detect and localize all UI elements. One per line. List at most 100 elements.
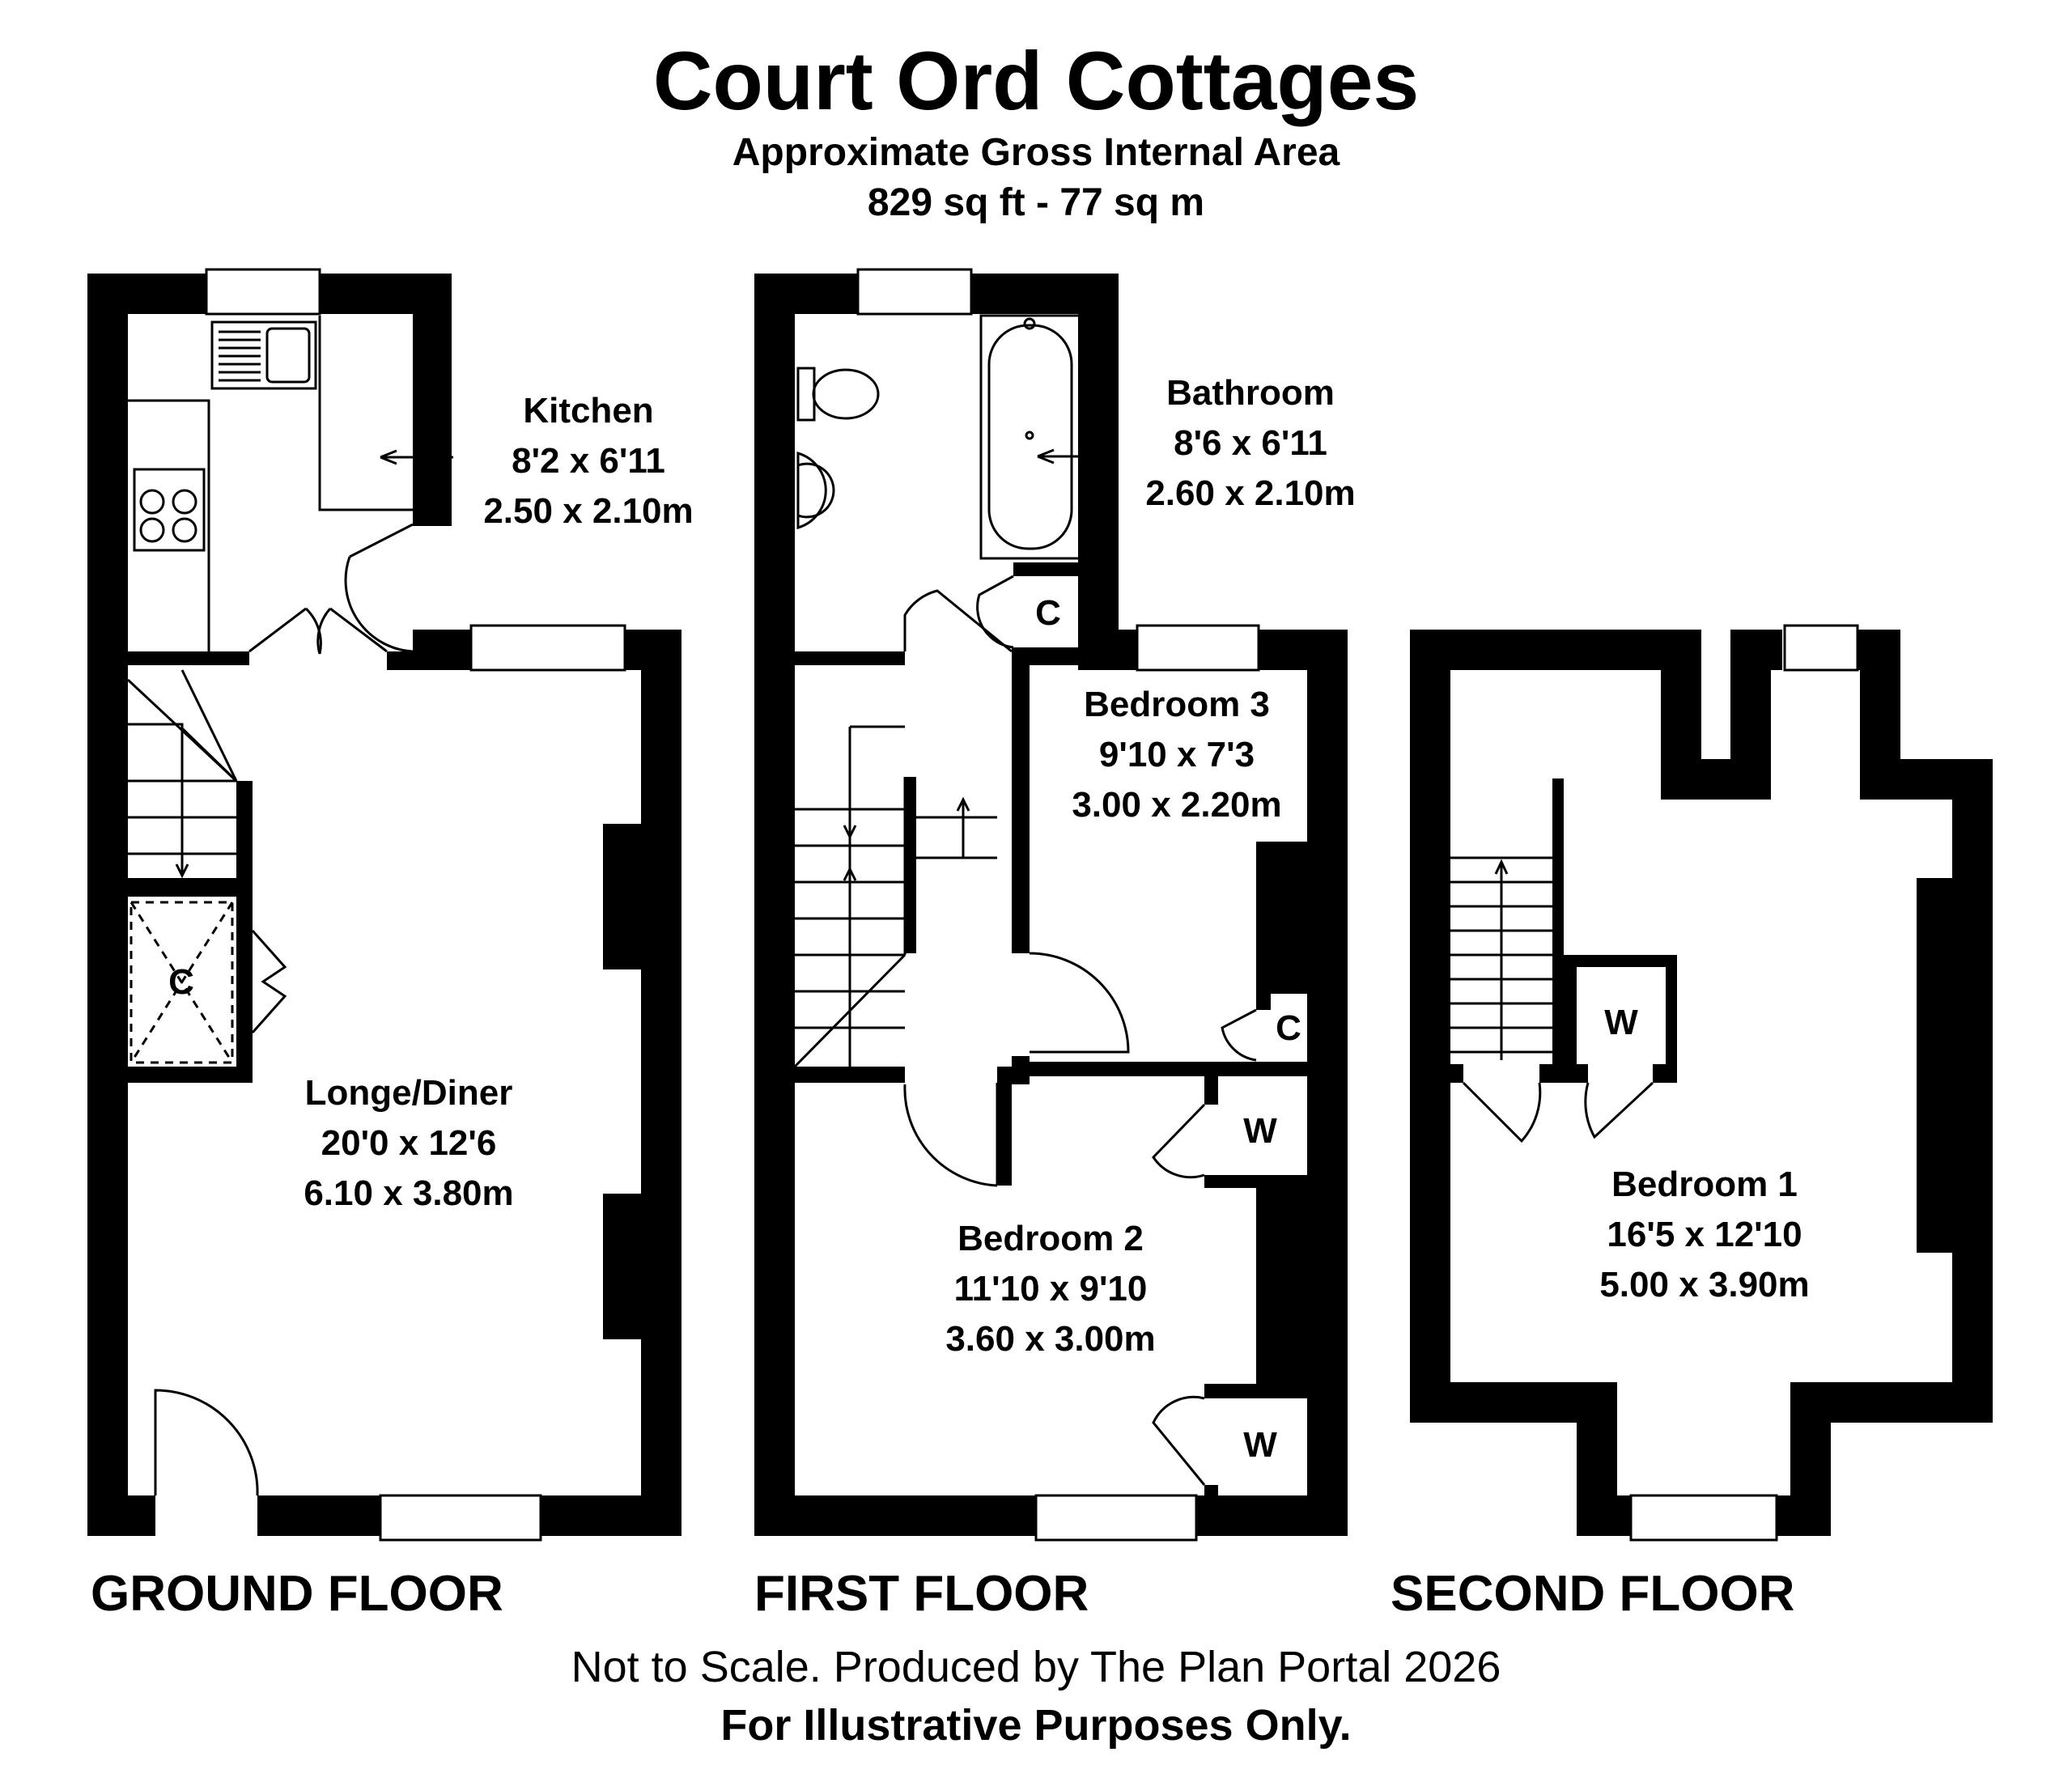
second-wardrobe-left [1564,967,1577,1064]
lounge-metric: 6.10 x 3.80m [304,1173,513,1213]
first-toilet-cistern [796,367,816,422]
ground-kitchen-window [205,268,321,316]
first-basin [796,451,835,530]
first-floor-label: FIRST FLOOR [754,1566,1089,1622]
second-wardrobe-bottom-r [1653,1064,1677,1083]
ground-hob-ring-2 [172,489,197,515]
first-chimney-lower [1256,1188,1311,1384]
first-toilet-bowl [812,368,880,420]
first-bathroom-door [903,589,1013,653]
first-bath-cupboard-bottom [1012,647,1085,665]
footer-illustrative: For Illustrative Purposes Only. [720,1701,1352,1750]
ground-kitchen-lounge-divider [128,651,249,665]
ground-lounge-window-top [469,624,626,672]
ground-kitchen-right-wall [413,486,452,526]
kitchen-name: Kitchen [523,391,653,431]
first-bed2-window [1034,1494,1198,1542]
bedroom2-name: Bedroom 2 [957,1219,1144,1258]
ground-hob-ring-3 [139,517,165,543]
first-bath-tub-inner [987,324,1073,550]
first-chimney [1256,842,1311,994]
second-wardrobe-top [1564,955,1677,967]
ground-stair-cupboard-wall [128,878,253,897]
first-bathroom-window [856,268,973,316]
second-top-window [1783,624,1859,672]
first-stair-landing-divider [795,1067,905,1083]
bedroom3-metric: 3.00 x 2.20m [1072,785,1281,825]
bedroom2-imperial: 11'10 x 9'10 [954,1269,1148,1309]
second-stair-bottom-r [1539,1064,1564,1083]
first-wardrobe-a-bottom [1204,1175,1311,1188]
ground-hob-ring-1 [139,489,165,515]
first-wardrobe-a-door [1152,1103,1206,1179]
second-bottom-window [1629,1494,1778,1542]
ground-stair-side-wall [236,781,253,889]
first-bathroom-right-wall [1078,274,1119,654]
second-floor-plan: W Bedroom 1 16'5 x 12'10 5.00 x 3.90m [1410,624,1993,1542]
ground-floor-plan: C Kitchen 8'2 x 6'11 2.50 x 2.10m Longe/… [87,268,694,1542]
bedroom3-imperial: 9'10 x 7'3 [1099,735,1255,774]
ground-kitchen-double-door-left [248,607,322,655]
second-floor-label: SECOND FLOOR [1391,1566,1795,1622]
first-bed3-cupboard-door [1221,1008,1257,1062]
second-wardrobe-label: W [1604,1003,1638,1042]
ground-cupboard-side-wall [236,897,253,1067]
second-stair-divider [1552,778,1564,1064]
first-bed2-door [903,1083,999,1187]
first-bed3-door [1029,952,1130,1054]
lounge-name: Longe/Diner [305,1073,513,1113]
first-wardrobe-a-label: W [1243,1111,1277,1151]
ground-kitchen-lounge-divider-right [387,651,453,670]
ground-cupboard-bottom-wall [128,1067,253,1083]
first-wardrobe-b-door [1152,1395,1206,1486]
first-stair-rail-wall [905,777,916,953]
kitchen-metric: 2.50 x 2.10m [483,491,693,531]
second-wardrobe-door [1584,1081,1654,1139]
ground-kitchen-sink-bowl [265,327,311,384]
ground-cupboard-door [251,930,287,1033]
ground-kitchen-sink [210,320,317,390]
bedroom1-name: Bedroom 1 [1611,1165,1798,1204]
second-wardrobe-bottom-l [1564,1064,1588,1083]
ground-kitchen-drainer [219,330,261,382]
bedroom1-metric: 5.00 x 3.90m [1599,1265,1809,1305]
first-right-wall [1307,630,1348,1536]
first-wardrobe-b-label: W [1243,1425,1277,1465]
lounge-imperial: 20'0 x 12'6 [321,1123,497,1163]
first-bath-tub [979,314,1081,560]
second-stairs [1450,856,1552,1060]
second-chimney [1917,878,1952,1253]
footer-disclaimer: Not to Scale. Produced by The Plan Porta… [571,1643,1501,1691]
ground-kitchen-arrow [380,449,453,465]
ground-kitchen-worktop [128,316,413,654]
first-bath-arrow [1037,448,1119,465]
plan-title: Court Ord Cottages [652,35,1420,127]
first-bath-cupboard-wall [1013,562,1081,576]
ground-left-wall-full [87,274,128,1536]
bathroom-imperial: 8'6 x 6'11 [1174,423,1327,463]
plan-subtitle: Approximate Gross Internal Area [732,131,1340,174]
first-bed3-window [1136,624,1260,672]
first-bath-cupboard-label: C [1035,593,1061,633]
ground-hob-ring-4 [172,517,197,543]
ground-lounge-window-bottom [379,1494,542,1542]
ground-lounge-right-wall [641,630,681,1536]
second-stair-enclosure-top [1661,670,1701,761]
second-stair-bottom-l [1450,1064,1463,1083]
bedroom1-imperial: 16'5 x 12'10 [1607,1215,1802,1254]
first-bed3-left-wall [1012,655,1030,953]
bedroom2-metric: 3.60 x 3.00m [945,1319,1155,1359]
bathroom-name: Bathroom [1166,373,1335,413]
first-bath-landing-divider [795,651,905,665]
first-wardrobe-b-top [1204,1384,1311,1398]
ground-chimney-upper [603,824,648,969]
first-bed3-cupboard-label: C [1276,1008,1301,1048]
first-bed3-cupboard-wall [1256,994,1271,1010]
bedroom3-name: Bedroom 3 [1084,685,1270,724]
first-bath-tap [1023,317,1036,330]
second-stair-door [1462,1081,1542,1143]
ground-kitchen-double-door-right [316,607,388,655]
first-wardrobe-b-wall [1204,1485,1218,1497]
first-stairs [793,725,997,1068]
